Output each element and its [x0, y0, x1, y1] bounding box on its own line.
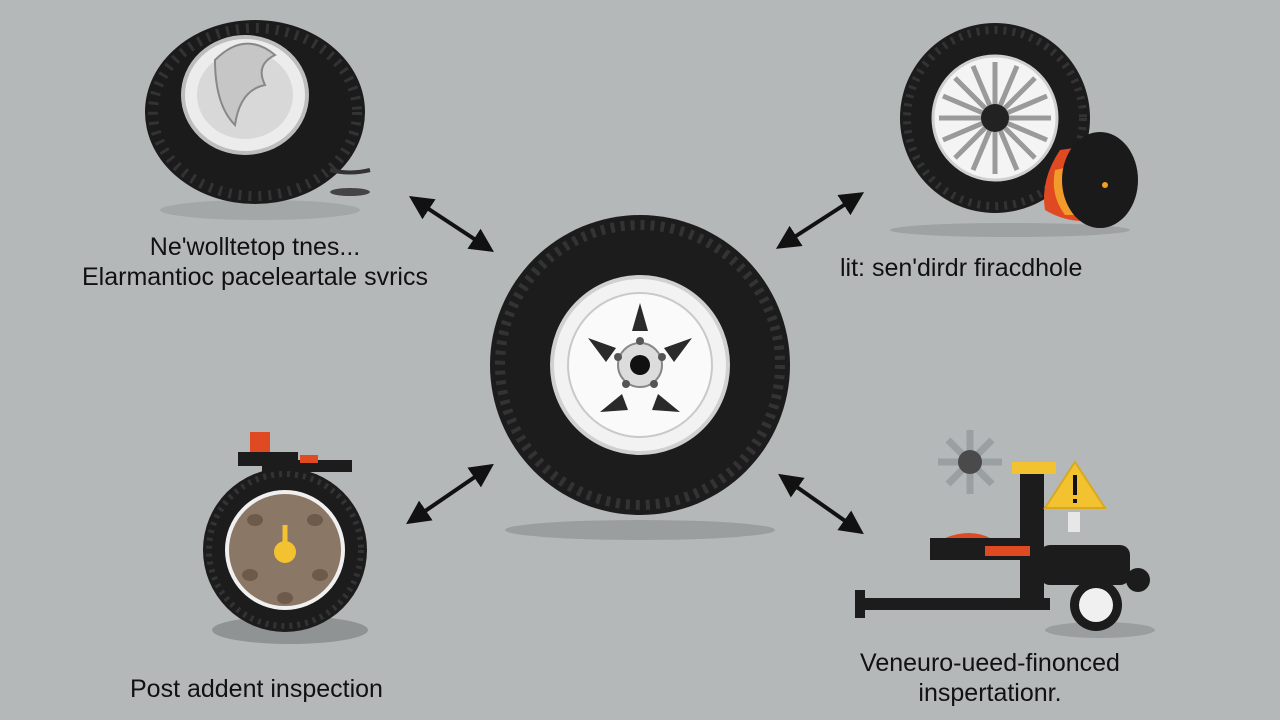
label-top-left-line-1: Ne'wolltetop tnes... — [149, 233, 361, 261]
label-bottom-left-line-1: Post addent inspection — [130, 675, 383, 703]
label-top-right-line-1: lit: sen'dirdr firacdhole — [840, 254, 1083, 282]
label-top-right: lit: sen'dirdr firacdhole — [840, 253, 1140, 283]
label-top-left-line-2: Elarmantioc pacelеartale svrics — [82, 263, 428, 291]
lift-jack-warning-icon — [855, 430, 1155, 638]
damaged-tire-icon — [145, 20, 371, 220]
arrow-center-top-right — [775, 192, 865, 249]
arrow-center-top-left — [408, 196, 495, 252]
tire-with-brake-icon — [890, 23, 1138, 237]
tire-wheel-icon — [490, 215, 790, 540]
label-bottom-left: Post addent inspection — [130, 674, 460, 704]
label-bottom-right: Veneuro-ueed-finonced inspertationr. — [830, 648, 1150, 708]
label-top-left: Ne'wolltetop tnes... Elarmantioc pacelеa… — [60, 232, 450, 292]
arrows — [406, 192, 865, 535]
wheel-on-jack-icon — [203, 432, 368, 644]
label-bottom-right-line-2: inspertationr. — [918, 679, 1062, 707]
arrow-center-bottom-left — [406, 463, 494, 525]
arrow-center-bottom-right — [778, 473, 864, 535]
label-bottom-right-line-1: Veneuro-ueed-finonced — [860, 649, 1120, 677]
